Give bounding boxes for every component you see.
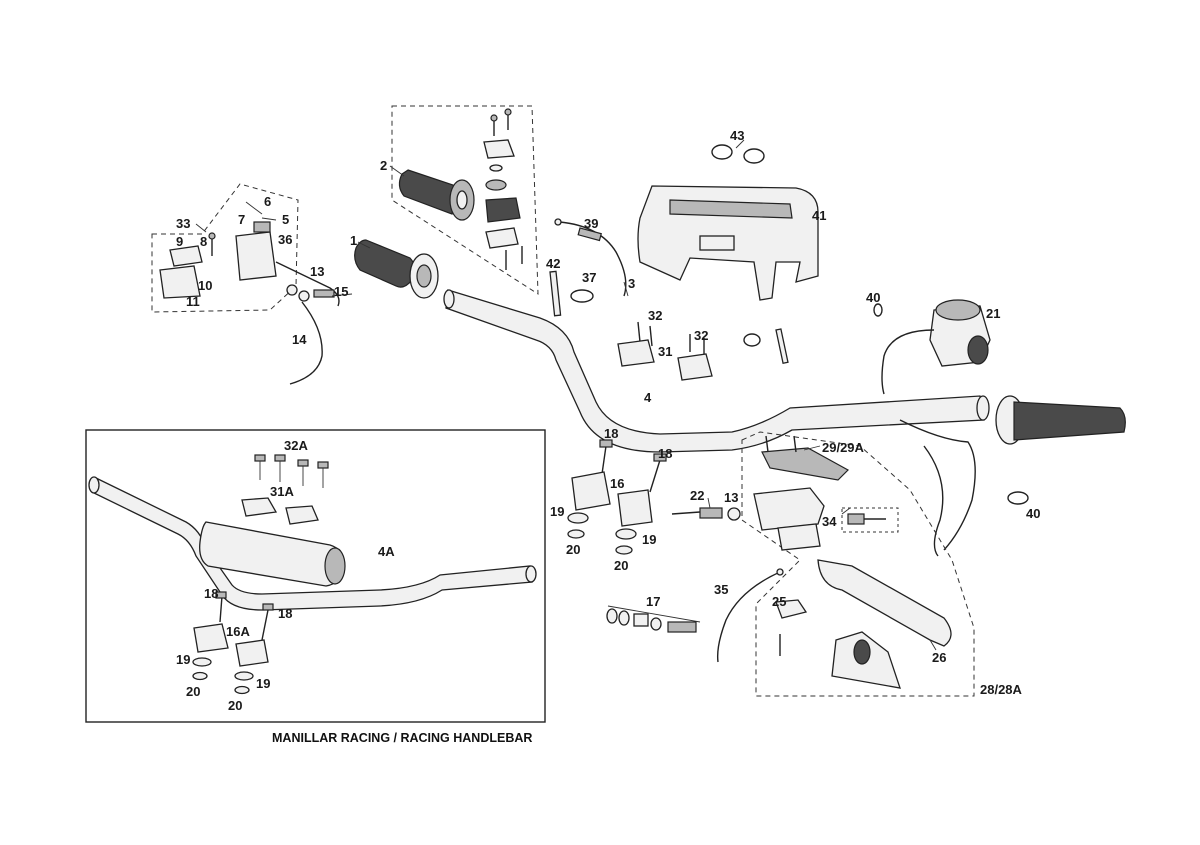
callout-20-c: 20 bbox=[186, 684, 200, 699]
callout-16: 16 bbox=[610, 476, 624, 491]
clutch-perch[interactable] bbox=[753, 435, 849, 551]
risers-16[interactable] bbox=[567, 439, 667, 555]
callout-19-d: 19 bbox=[256, 676, 270, 691]
callout-16A: 16A bbox=[226, 624, 250, 639]
callout-19-a: 19 bbox=[550, 504, 564, 519]
callout-20-a: 20 bbox=[566, 542, 580, 557]
racing-handlebar-4A[interactable] bbox=[88, 476, 537, 611]
callout-22: 22 bbox=[690, 488, 704, 503]
callout-41: 41 bbox=[812, 208, 826, 223]
callout-39: 39 bbox=[584, 216, 598, 231]
clutch-lever-26[interactable] bbox=[817, 559, 952, 647]
callout-10: 10 bbox=[198, 278, 212, 293]
callout-13-left: 13 bbox=[310, 264, 324, 279]
callout-29-29A: 29/29A bbox=[822, 440, 865, 455]
callout-19-c: 19 bbox=[176, 652, 190, 667]
clip-40[interactable] bbox=[873, 303, 1029, 505]
throttle-grip-2[interactable] bbox=[398, 169, 475, 221]
callout-18-c: 18 bbox=[204, 586, 218, 601]
callout-17: 17 bbox=[646, 594, 660, 609]
callout-labels: 1 2 3 4 5 6 7 8 9 10 11 13 13 14 15 16 1… bbox=[176, 128, 1040, 713]
callout-26: 26 bbox=[932, 650, 946, 665]
callout-32-a: 32 bbox=[648, 308, 662, 323]
diagram-caption: MANILLAR RACING / RACING HANDLEBAR bbox=[272, 731, 532, 745]
clamps-31A[interactable] bbox=[241, 497, 319, 525]
callout-20-b: 20 bbox=[614, 558, 628, 573]
callout-34: 34 bbox=[822, 514, 837, 529]
callout-32A: 32A bbox=[284, 438, 308, 453]
clamps-31[interactable] bbox=[617, 321, 713, 381]
strap-42[interactable] bbox=[549, 270, 562, 317]
callout-43: 43 bbox=[730, 128, 744, 143]
callout-8: 8 bbox=[200, 234, 207, 249]
callout-40-a: 40 bbox=[866, 290, 880, 305]
right-grip[interactable] bbox=[995, 395, 1126, 445]
callout-19-b: 19 bbox=[642, 532, 656, 547]
clutch-cable-35[interactable] bbox=[716, 568, 784, 663]
callout-9: 9 bbox=[176, 234, 183, 249]
callout-35: 35 bbox=[714, 582, 728, 597]
callout-3: 3 bbox=[628, 276, 635, 291]
callout-36: 36 bbox=[278, 232, 292, 247]
callout-40-b: 40 bbox=[1026, 506, 1040, 521]
callout-6: 6 bbox=[264, 194, 271, 209]
callout-18-b: 18 bbox=[658, 446, 672, 461]
clamp-and-pin[interactable] bbox=[743, 328, 789, 365]
callout-42: 42 bbox=[546, 256, 560, 271]
callout-4A: 4A bbox=[378, 544, 395, 559]
callout-31A: 31A bbox=[270, 484, 294, 499]
callout-2: 2 bbox=[380, 158, 387, 173]
risers-16A[interactable] bbox=[192, 591, 274, 695]
part-34-box bbox=[841, 507, 899, 533]
callout-18-a: 18 bbox=[604, 426, 618, 441]
racing-handlebar-inset bbox=[85, 429, 546, 723]
spacer-kit-17[interactable] bbox=[606, 605, 701, 633]
callout-15: 15 bbox=[334, 284, 348, 299]
callout-11: 11 bbox=[186, 294, 200, 309]
handlebar-pad-41[interactable] bbox=[637, 185, 819, 301]
callout-14: 14 bbox=[292, 332, 307, 347]
callout-32-b: 32 bbox=[694, 328, 708, 343]
callout-18-d: 18 bbox=[278, 606, 292, 621]
callout-1: 1 bbox=[350, 233, 357, 248]
callout-7: 7 bbox=[238, 212, 245, 227]
callout-4: 4 bbox=[644, 390, 652, 405]
callout-13-right: 13 bbox=[724, 490, 738, 505]
throttle-housing[interactable] bbox=[483, 108, 523, 270]
hose-clamps-43[interactable] bbox=[711, 144, 765, 164]
bolts-32A[interactable] bbox=[254, 454, 329, 488]
throttle-assembly-outline bbox=[391, 105, 539, 295]
callout-20-d: 20 bbox=[228, 698, 242, 713]
clutch-assembly-outline bbox=[741, 431, 975, 697]
lever-bracket[interactable] bbox=[775, 599, 901, 689]
callout-33: 33 bbox=[176, 216, 190, 231]
cable-tie-37[interactable] bbox=[570, 289, 594, 303]
leader-lines bbox=[195, 139, 937, 651]
grip-1[interactable] bbox=[354, 239, 439, 299]
switch-21[interactable] bbox=[881, 299, 991, 557]
throttle-cable-3[interactable] bbox=[554, 218, 627, 297]
callout-5: 5 bbox=[282, 212, 289, 227]
callout-25: 25 bbox=[772, 594, 786, 609]
callout-21: 21 bbox=[986, 306, 1000, 321]
callout-28-28A: 28/28A bbox=[980, 682, 1023, 697]
callout-37: 37 bbox=[582, 270, 596, 285]
cable-adjuster-22[interactable] bbox=[671, 507, 741, 521]
callout-31: 31 bbox=[658, 344, 672, 359]
handlebar-4[interactable] bbox=[443, 289, 990, 453]
